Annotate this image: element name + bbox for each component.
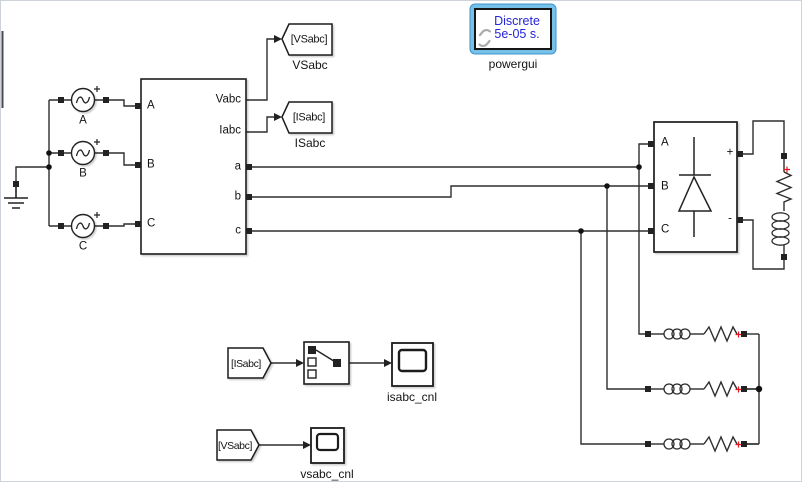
- goto-isabc-text: [ISabc]: [292, 111, 326, 123]
- bridge-port-A: A: [661, 136, 669, 149]
- scope-vsabc-name[interactable]: vsabc_cnl: [300, 467, 354, 481]
- bridge-port-plus: +: [726, 146, 734, 159]
- meas-port-b: b: [234, 190, 241, 203]
- broken-link-icon: [478, 28, 492, 48]
- goto-isabc-name[interactable]: ISabc: [294, 136, 326, 150]
- wire-iabc-signal[interactable]: [246, 116, 274, 133]
- source-c-label: C: [78, 240, 88, 253]
- source-a-label: A: [79, 114, 87, 127]
- plus-polarity-mark: [784, 166, 790, 173]
- goto-tag-vsabc[interactable]: [281, 23, 333, 56]
- junction-dots: [46, 150, 763, 393]
- port-squares: [58, 97, 743, 234]
- ac-source-a[interactable]: [70, 87, 96, 113]
- scope-screen-icon: [315, 432, 340, 452]
- rl-branch-c[interactable]: [644, 436, 760, 452]
- bridge-port-C: C: [661, 223, 670, 236]
- from-tag-vsabc[interactable]: [216, 429, 260, 461]
- meas-port-C: C: [147, 217, 156, 230]
- rl-branch-b[interactable]: [644, 381, 760, 397]
- wire-feeder-c[interactable]: [580, 231, 645, 445]
- wire-ground-branch[interactable]: [15, 166, 49, 181]
- wire-dc-plus[interactable]: [743, 120, 785, 155]
- wire-phase-a[interactable]: [252, 143, 648, 168]
- sine-icon: [75, 222, 91, 230]
- bridge-port-minus: -: [728, 212, 732, 225]
- goto-tag-isabc[interactable]: [281, 101, 333, 134]
- scope-screen-icon: [397, 348, 428, 373]
- powergui-name[interactable]: powergui: [488, 57, 538, 71]
- vi-measurement-block[interactable]: [140, 78, 247, 255]
- from-vsabc-text: [VSabc]: [218, 439, 252, 452]
- wire-feeder-a[interactable]: [638, 167, 645, 335]
- powergui-mode-text: Discrete: [494, 13, 540, 28]
- meas-port-Vabc: Vabc: [215, 93, 241, 106]
- sine-icon: [75, 149, 91, 157]
- meas-port-A: A: [147, 99, 155, 112]
- powergui-block[interactable]: [469, 3, 557, 55]
- inductor-icon: [771, 212, 790, 246]
- wire-feeder-b[interactable]: [606, 186, 645, 390]
- from-isabc-text: [ISabc]: [231, 357, 261, 370]
- ac-source-c[interactable]: [70, 213, 96, 239]
- wire-dc-minus[interactable]: [743, 219, 785, 270]
- meas-port-c: c: [235, 224, 241, 237]
- from-tag-isabc[interactable]: [227, 347, 272, 379]
- scope-isabc-name[interactable]: isabc_cnl: [386, 390, 438, 404]
- ground-block[interactable]: [4, 181, 28, 209]
- resistor-icon: [775, 171, 793, 211]
- diode-bridge-block[interactable]: [653, 121, 738, 253]
- scope-vsabc[interactable]: [310, 427, 345, 464]
- goto-vsabc-name[interactable]: VSabc: [292, 58, 328, 72]
- wire-phase-b[interactable]: [252, 185, 648, 198]
- goto-vsabc-text: [VSabc]: [290, 33, 328, 45]
- ac-source-b[interactable]: [70, 140, 96, 166]
- diode-icon: [677, 137, 713, 237]
- arrowheads: [274, 35, 392, 449]
- meas-port-B: B: [147, 158, 155, 171]
- source-b-label: B: [79, 167, 87, 180]
- bridge-port-B: B: [661, 180, 669, 193]
- scope-isabc[interactable]: [391, 342, 434, 387]
- powergui-sample-time: 5e-05 s.: [494, 26, 540, 41]
- meas-port-Iabc: Iabc: [219, 124, 241, 137]
- source-polarity-marks: [94, 86, 100, 218]
- rl-branch-a[interactable]: [644, 326, 760, 342]
- dc-rl-load[interactable]: [771, 153, 793, 260]
- selector-block[interactable]: [303, 341, 350, 385]
- wire-vabc-signal[interactable]: [246, 38, 274, 101]
- sine-icon: [75, 96, 91, 104]
- meas-port-a: a: [234, 160, 241, 173]
